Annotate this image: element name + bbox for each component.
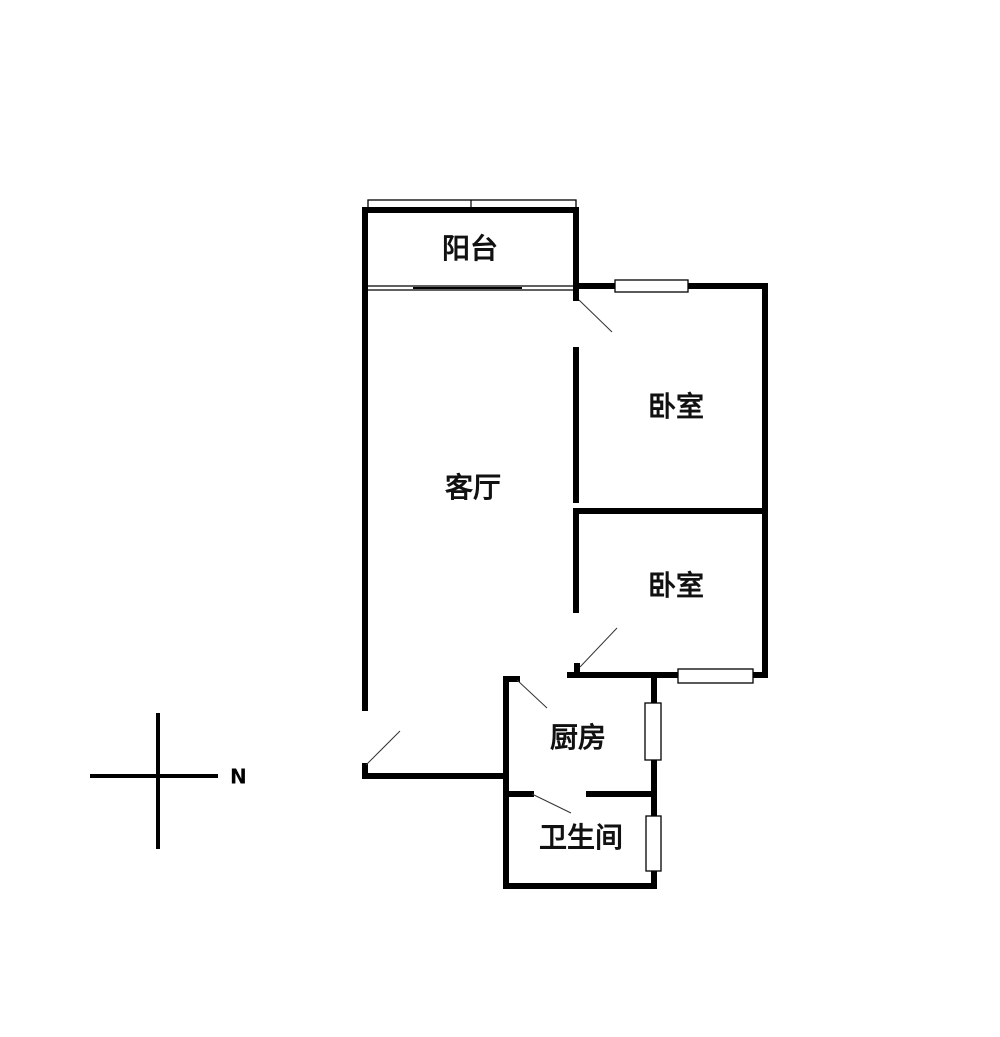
bedroom-1-door: [578, 299, 613, 333]
kitchen-door: [516, 679, 548, 709]
bathroom-window: [645, 815, 662, 872]
bathroom-door: [531, 793, 572, 814]
walls: [362, 207, 768, 889]
kitchen-window: [644, 702, 662, 761]
room-label-bedroom-2: 卧室: [648, 569, 704, 602]
compass-north-label: N: [230, 765, 247, 789]
bedroom-2-door: [579, 627, 618, 668]
room-label-balcony: 阳台: [442, 232, 498, 265]
room-label-kitchen: 厨房: [550, 721, 606, 754]
room-label-bathroom: 卫生间: [539, 821, 623, 854]
room-label-living-room: 客厅: [445, 471, 501, 504]
bedroom-1-window: [614, 279, 689, 293]
room-label-bedroom-1: 卧室: [648, 390, 704, 423]
balcony-sliding-door: [368, 285, 574, 291]
bedroom-2-window: [677, 668, 754, 684]
entrance-door: [365, 730, 401, 766]
compass-icon: [90, 713, 218, 849]
